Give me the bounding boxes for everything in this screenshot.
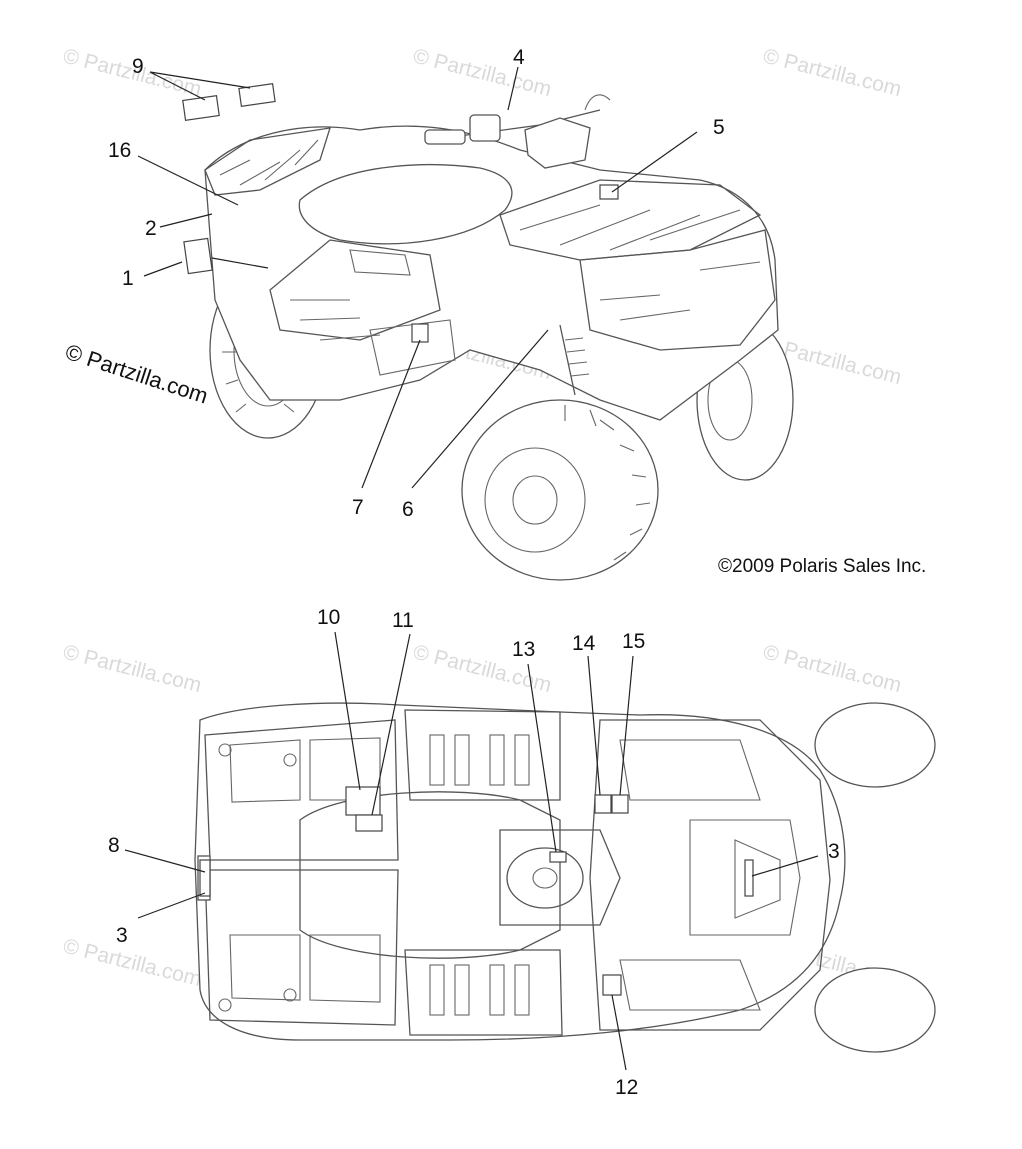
callout-10: 10 bbox=[317, 606, 340, 629]
decal-11 bbox=[355, 814, 383, 832]
callout-7: 7 bbox=[352, 496, 364, 519]
callout-3: 3 bbox=[828, 840, 840, 863]
callout-4: 4 bbox=[513, 46, 525, 69]
partzilla-mark: © Partzilla.com bbox=[62, 339, 211, 409]
decals-side-view bbox=[182, 83, 619, 343]
decals-top-view bbox=[199, 786, 754, 996]
front-tire-top bbox=[814, 702, 936, 788]
callout-14: 14 bbox=[572, 632, 596, 655]
decal-5 bbox=[599, 184, 619, 200]
decal-12 bbox=[602, 974, 622, 996]
callout-11: 11 bbox=[392, 609, 414, 632]
callout-6: 6 bbox=[402, 498, 414, 521]
decal-8 bbox=[199, 859, 211, 897]
atv-body bbox=[204, 125, 779, 421]
callouts-top: 9 16 2 1 4 5 7 6 bbox=[108, 46, 725, 521]
decal-1 bbox=[183, 237, 213, 275]
callout-2: 2 bbox=[145, 217, 157, 240]
watermark: © Partzilla.com bbox=[761, 45, 904, 102]
callout-1: 1 bbox=[122, 267, 134, 290]
decal-3-front bbox=[744, 859, 754, 897]
callout-16: 16 bbox=[108, 139, 131, 162]
leader-lines-top bbox=[137, 66, 698, 489]
callout-12: 12 bbox=[615, 1076, 638, 1099]
callout-8: 8 bbox=[108, 834, 120, 857]
decal-9a bbox=[182, 95, 220, 121]
watermark: © Partzilla.com bbox=[411, 45, 554, 102]
leader-lines-bottom bbox=[124, 631, 819, 1071]
copyright-text: ©2009 Polaris Sales Inc. bbox=[718, 556, 926, 577]
callouts-bottom: 10 11 13 14 15 8 3 3 12 bbox=[108, 606, 840, 1099]
decal-15 bbox=[611, 794, 629, 814]
decal-14 bbox=[594, 794, 612, 814]
callout-13: 13 bbox=[512, 638, 535, 661]
decal-13 bbox=[549, 851, 567, 863]
callout-5: 5 bbox=[713, 116, 725, 139]
watermark: © Partzilla.com bbox=[61, 641, 204, 698]
seat bbox=[298, 164, 513, 245]
callout-9: 9 bbox=[132, 55, 144, 78]
atv-top-view bbox=[194, 702, 936, 1053]
atv-side-view bbox=[204, 94, 794, 581]
front-wheel bbox=[461, 399, 659, 581]
decal-7 bbox=[411, 323, 429, 343]
callout-3: 3 bbox=[116, 924, 128, 947]
callout-15: 15 bbox=[622, 630, 645, 653]
watermark: © Partzilla.com bbox=[61, 935, 204, 992]
decal-9b bbox=[238, 83, 276, 107]
watermark: © Partzilla.com bbox=[761, 641, 904, 698]
front-tire-bottom bbox=[814, 967, 936, 1053]
